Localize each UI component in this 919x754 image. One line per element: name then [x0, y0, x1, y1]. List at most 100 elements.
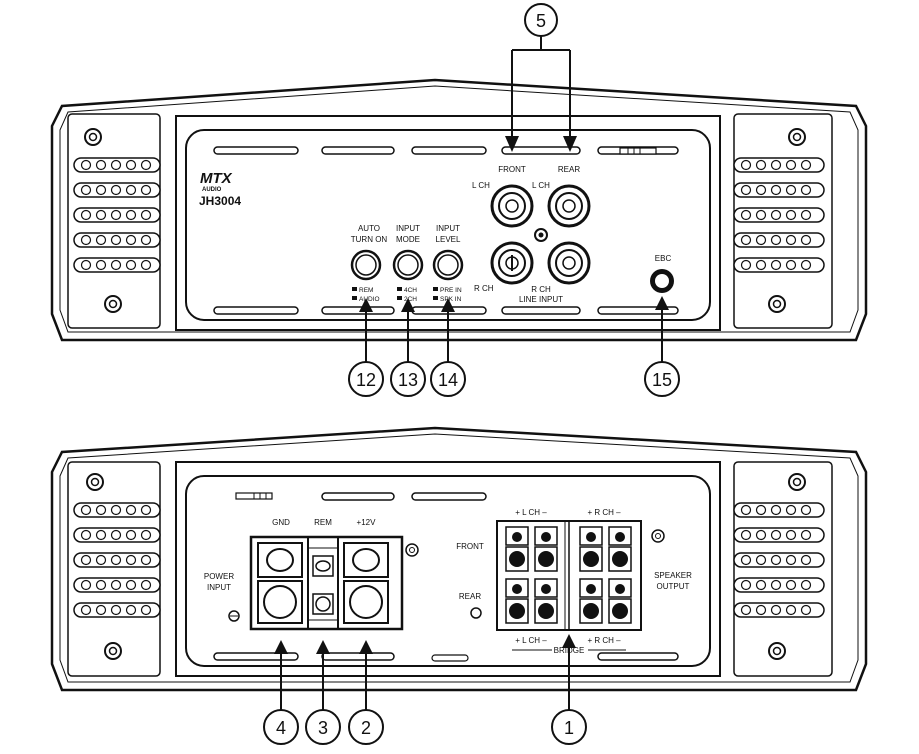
bottom-amplifier: GND REM +12V POWER INPUT [50, 426, 868, 692]
terminal-screw [541, 532, 551, 542]
rca-rear-left[interactable] [547, 184, 591, 228]
fin-hole [95, 209, 107, 221]
brand-sub: AUDIO [202, 187, 222, 193]
fin-hole [755, 209, 767, 221]
ebc-port[interactable] [650, 269, 674, 293]
callout-1: 1 [551, 634, 587, 745]
fin-hole [770, 604, 782, 616]
rch-bottom-label: + R CH – [587, 636, 621, 645]
fin-hole [140, 579, 152, 591]
input-mode-switch[interactable] [392, 249, 424, 281]
terminal-screw [612, 603, 628, 619]
rca-rear-right[interactable] [547, 241, 591, 285]
auto-turn-on-label-2: TURN ON [351, 235, 388, 244]
fin-hole [770, 579, 782, 591]
fin-hole [125, 579, 137, 591]
fin-hole [800, 554, 812, 566]
fin-hole [140, 259, 152, 271]
callout-13: 13 [390, 298, 426, 397]
fin-hole [785, 159, 797, 171]
fin-hole [110, 504, 122, 516]
auto-turn-on-switch[interactable] [350, 249, 382, 281]
fin-hole [140, 209, 152, 221]
fin-hole [770, 184, 782, 196]
fin-hole [125, 604, 137, 616]
right-heatsink-bottom [733, 461, 833, 677]
fin-hole [95, 259, 107, 271]
fin-hole [125, 184, 137, 196]
svg-text:14: 14 [438, 370, 458, 390]
fin-hole [80, 209, 92, 221]
plus12v-terminal[interactable] [343, 542, 389, 624]
input-level-label-1: INPUT [436, 224, 460, 233]
fin-hole [110, 184, 122, 196]
fin-hole [110, 159, 122, 171]
ebc-label: EBC [655, 254, 672, 263]
plus12v-label: +12V [357, 518, 377, 527]
fin-hole [140, 604, 152, 616]
lch-right-label: L CH [532, 181, 550, 190]
power-terminal-block [249, 535, 404, 631]
fin-hole [740, 159, 752, 171]
svg-text:1: 1 [564, 718, 574, 738]
terminal-screw [541, 584, 551, 594]
fin-hole [740, 554, 752, 566]
fin-hole [740, 259, 752, 271]
fin-hole [740, 529, 752, 541]
rch-top-label: + R CH – [587, 508, 621, 517]
terminal-screw [615, 532, 625, 542]
speaker-front-label: FRONT [456, 542, 484, 551]
callout-15: 15 [644, 296, 680, 397]
gnd-terminal[interactable] [257, 542, 303, 624]
line-input-label: LINE INPUT [519, 295, 563, 304]
input-level-knob[interactable] [432, 249, 464, 281]
fin-hole [80, 259, 92, 271]
speaker-terminal-block [496, 520, 642, 631]
small-connector-bottom [235, 492, 469, 662]
terminal-screw [512, 532, 522, 542]
rca-front-right[interactable] [490, 241, 534, 285]
fin-hole [110, 604, 122, 616]
fin-hole [140, 234, 152, 246]
switch-4ch-label: 4CH [404, 287, 417, 294]
terminal-screw [538, 603, 554, 619]
fin-hole [785, 234, 797, 246]
fin-hole [125, 259, 137, 271]
fin-hole [785, 259, 797, 271]
fin-hole [755, 504, 767, 516]
rear-label: REAR [558, 165, 580, 174]
power-screw [405, 543, 419, 557]
fin-hole [800, 529, 812, 541]
callout-14: 14 [430, 298, 466, 397]
lch-left-label: L CH [472, 181, 490, 190]
terminal-screw [512, 584, 522, 594]
rem-terminal[interactable] [308, 547, 338, 621]
fin-hole [785, 209, 797, 221]
fin-hole [95, 184, 107, 196]
fin-hole [800, 604, 812, 616]
gnd-label: GND [272, 518, 290, 527]
fin-hole [800, 209, 812, 221]
fin-hole [80, 234, 92, 246]
power-input-label-1: POWER [204, 572, 234, 581]
fin-hole [755, 579, 767, 591]
callout-5: 5 [505, 3, 577, 152]
svg-text:12: 12 [356, 370, 376, 390]
fin-hole [140, 554, 152, 566]
fin-hole [80, 529, 92, 541]
rca-front-left[interactable] [490, 184, 534, 228]
fin-hole [95, 604, 107, 616]
callout-12: 12 [348, 298, 384, 397]
svg-text:15: 15 [652, 370, 672, 390]
fin-hole [80, 159, 92, 171]
svg-text:3: 3 [318, 718, 328, 738]
fin-hole [770, 529, 782, 541]
fin-hole [95, 504, 107, 516]
terminal-screw [538, 551, 554, 567]
fin-hole [785, 604, 797, 616]
fin-hole [125, 554, 137, 566]
fin-hole [95, 234, 107, 246]
fin-hole [755, 159, 767, 171]
speaker-output-label-1: SPEAKER [654, 571, 692, 580]
